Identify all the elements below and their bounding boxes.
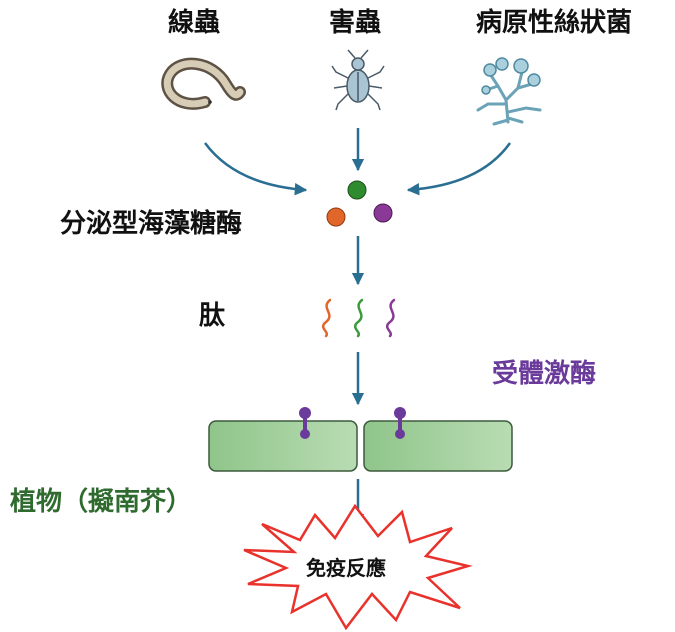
- peptide-label: 肽: [199, 301, 226, 331]
- immune-response-burst: [243, 503, 473, 631]
- insect-label: 害蟲: [329, 8, 382, 38]
- enzyme-dot-purple: [373, 203, 393, 223]
- arrow-nematode: [203, 142, 308, 196]
- receptor-left: [299, 407, 311, 439]
- receptor-right: [394, 407, 406, 439]
- peptide-green: [353, 298, 364, 338]
- nematode-icon: [161, 57, 246, 110]
- plant-cell-right: [363, 420, 513, 472]
- plant-label: 植物（擬南芥）: [10, 487, 193, 517]
- peptide-purple: [385, 298, 396, 338]
- plant-cell-left: [208, 420, 358, 472]
- fungus-icon: [476, 57, 542, 126]
- insect-icon: [331, 49, 385, 111]
- fungus-label: 病原性絲狀菌: [476, 8, 633, 38]
- peptide-orange: [321, 298, 332, 338]
- enzyme-dot-orange: [326, 207, 346, 227]
- enzyme-dot-green: [347, 180, 367, 200]
- secreted-enzyme-label: 分泌型海藻糖酶: [60, 209, 243, 239]
- receptor-kinase-label: 受體激酶: [492, 359, 597, 389]
- arrow-fungus: [406, 142, 512, 196]
- immune-response-label: 免疫反應: [306, 556, 386, 580]
- nematode-label: 線蟲: [168, 8, 221, 38]
